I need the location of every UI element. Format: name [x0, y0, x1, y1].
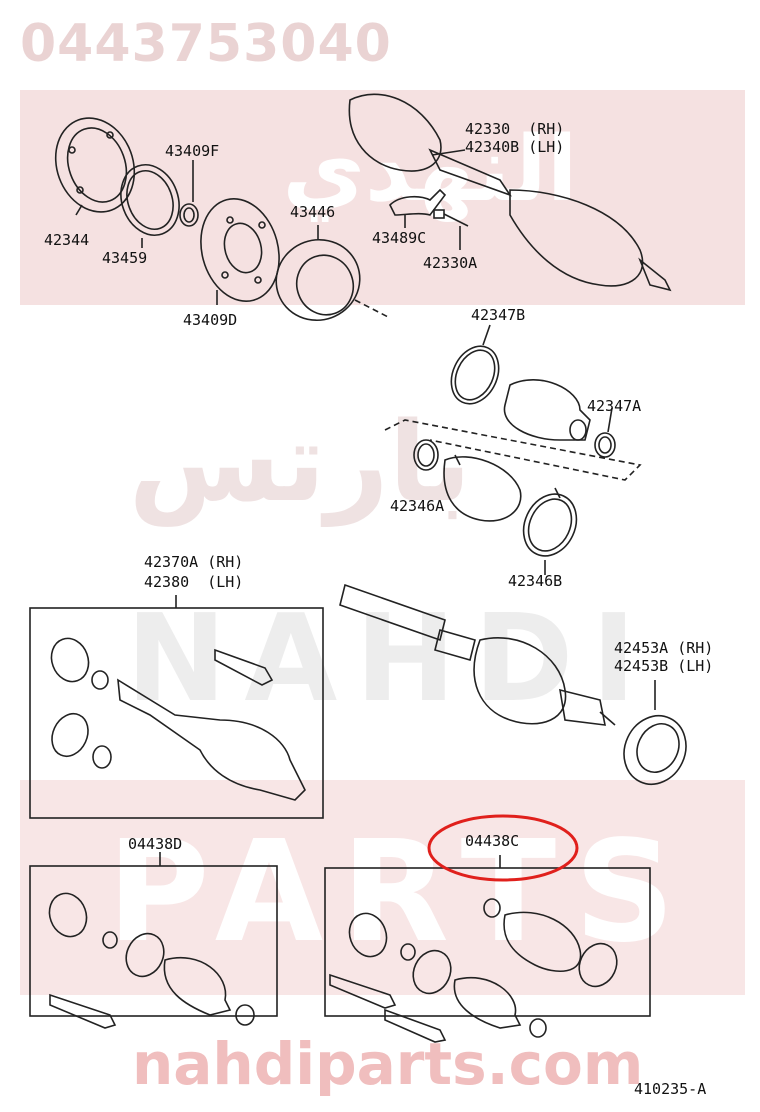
highlight-circle — [427, 814, 579, 882]
watermark-arabic-2: بارتس — [129, 398, 472, 527]
bracket-43489C — [389, 188, 447, 228]
label-42453A: 42453A (RH) — [614, 639, 714, 657]
box-04438C — [324, 855, 651, 1043]
label-42340B: 42340B (LH) — [465, 138, 565, 156]
label-42330: 42330 (RH) — [465, 120, 565, 138]
label-43409F: 43409F — [165, 142, 220, 160]
snap-ring-43459 — [120, 164, 180, 248]
watermark-band-top — [20, 90, 745, 305]
clamp-42346A — [413, 439, 439, 471]
watermark-url: nahdiparts.com — [132, 1030, 644, 1098]
watermark-band-bottom — [20, 780, 745, 995]
label-04438C: 04438C — [465, 832, 520, 850]
hub-flange-43409D — [200, 198, 280, 305]
label-42346B: 42346B — [508, 572, 563, 590]
outer-shaft-42330 — [348, 93, 672, 292]
label-42370A: 42370A (RH) — [144, 553, 244, 571]
bolt-42330A — [433, 209, 469, 250]
band-42346B — [522, 487, 578, 575]
inner-shaft-assembly — [339, 583, 616, 726]
label-43459: 43459 — [102, 249, 148, 267]
label-42344: 42344 — [44, 231, 90, 249]
label-42380: 42380 (LH) — [144, 573, 244, 591]
watermark-arabic: النهدي — [282, 117, 577, 222]
label-42330A: 42330A — [423, 254, 478, 272]
boot-outer — [443, 454, 522, 522]
label-04438D: 04438D — [128, 835, 183, 853]
flange-43446 — [275, 225, 391, 322]
boot-inner — [503, 379, 591, 441]
band-42347B — [450, 324, 500, 405]
label-42346A: 42346A — [390, 497, 445, 515]
label-43409D: 43409D — [183, 311, 238, 329]
part-number-title: 0443753040 — [20, 14, 392, 74]
watermark-brand: NAHDI — [126, 590, 654, 729]
diagram-id: 410235-A — [634, 1080, 707, 1098]
box-04438D — [29, 852, 278, 1029]
dust-cover-42344 — [54, 117, 136, 216]
dashed-bracket — [384, 419, 642, 481]
label-42347B: 42347B — [471, 306, 526, 324]
watermark-brand-2: PARTS — [107, 811, 693, 974]
clip-43409F — [179, 160, 199, 227]
box-42370A — [29, 595, 324, 819]
label-42453B: 42453B (LH) — [614, 657, 714, 675]
clamp-42347A — [594, 407, 616, 458]
label-43489C: 43489C — [372, 229, 427, 247]
label-42347A: 42347A — [587, 397, 642, 415]
oil-seal-42453A — [623, 680, 687, 785]
label-43446: 43446 — [290, 203, 336, 221]
